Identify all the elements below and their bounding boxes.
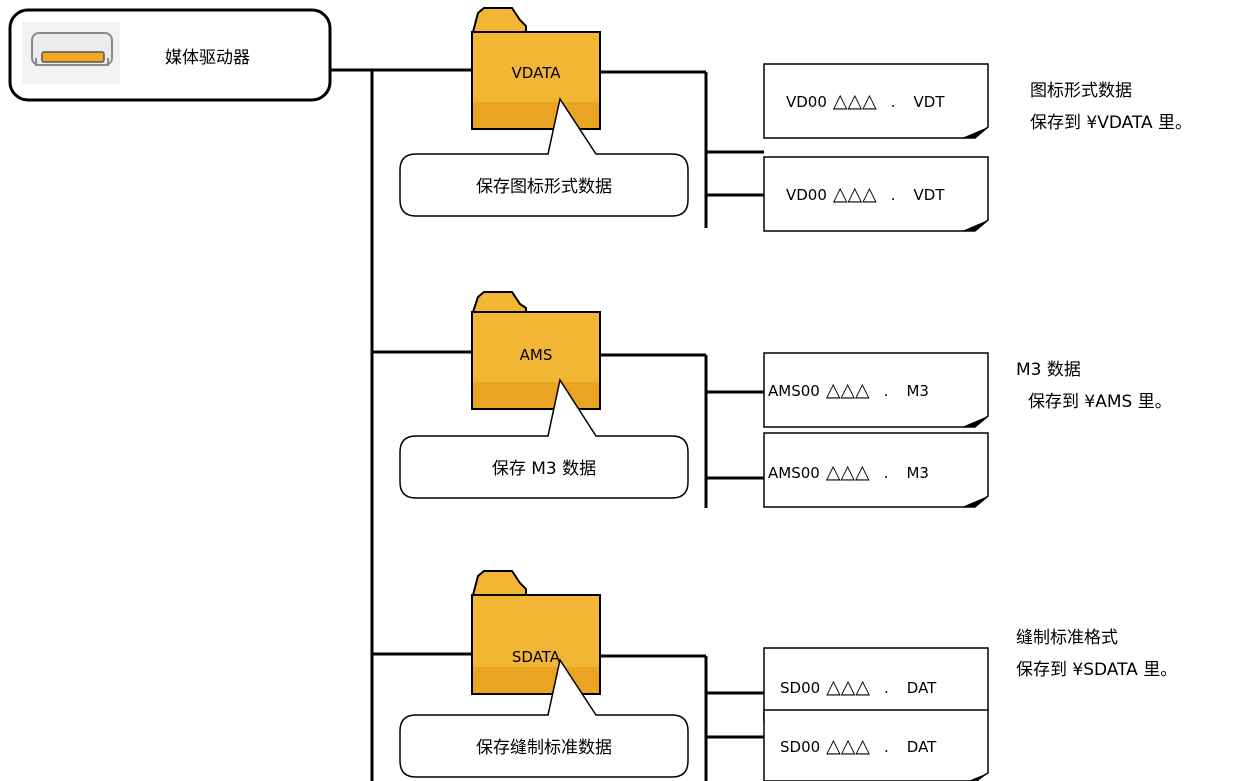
folder-icon	[471, 7, 601, 130]
callout-ams: 保存 M3 数据	[399, 378, 689, 499]
file-ams-1: AMS00 △△△. M3	[763, 352, 989, 428]
callout-text: 保存图标形式数据	[476, 177, 612, 197]
file-ext: M3	[906, 464, 929, 482]
document-icon	[763, 432, 989, 508]
file-ext: M3	[906, 382, 929, 400]
file-mark: △△△	[833, 183, 877, 205]
note-line1: M3 数据	[1016, 360, 1081, 380]
file-prefix: VD00	[786, 186, 827, 204]
file-dot: .	[891, 93, 896, 111]
file-mark: △△△	[826, 461, 870, 483]
file-sdata-2: SD00 △△△. DAT	[763, 709, 989, 781]
media-drive-icon	[22, 22, 120, 84]
folder-name: VDATA	[512, 64, 562, 82]
file-ext: DAT	[907, 679, 937, 697]
svg-text:VD00△△△.VDT: VD00 △△△. VDT	[786, 183, 945, 205]
file-dot: .	[884, 464, 889, 482]
note-line2: 保存到 ¥AMS 里。	[1028, 392, 1172, 412]
folder-ams: AMS	[471, 291, 601, 410]
note-line2: 保存到 ¥VDATA 里。	[1030, 113, 1193, 133]
file-mark: △△△	[826, 379, 870, 401]
svg-text:SD00△△△.DAT: SD00 △△△. DAT	[780, 735, 937, 757]
file-ext: VDT	[914, 93, 946, 111]
drive-label: 媒体驱动器	[165, 48, 250, 68]
file-ext: VDT	[914, 186, 946, 204]
file-mark: △△△	[833, 90, 877, 112]
file-prefix: AMS00	[768, 382, 820, 400]
file-prefix: AMS00	[768, 464, 820, 482]
file-prefix: VD00	[786, 93, 827, 111]
media-drive-node: 媒体驱动器	[8, 8, 332, 102]
folder-sdata: SDATA	[471, 570, 601, 695]
svg-text:AMS00△△△.M3: AMS00 △△△. M3	[768, 379, 929, 401]
document-icon	[763, 156, 989, 232]
file-mark: △△△	[826, 676, 870, 698]
file-ext: DAT	[907, 738, 937, 756]
document-icon	[763, 352, 989, 428]
document-icon	[763, 709, 989, 781]
folder-name: AMS	[520, 346, 553, 364]
note-line2: 保存到 ¥SDATA 里。	[1016, 660, 1178, 680]
callout-vdata: 保存图标形式数据	[399, 97, 689, 217]
file-prefix: SD00	[780, 679, 820, 697]
note-ams: M3 数据 保存到 ¥AMS 里。	[1016, 354, 1172, 418]
svg-text:AMS00△△△.M3: AMS00 △△△. M3	[768, 461, 929, 483]
file-dot: .	[884, 738, 889, 756]
note-sdata: 缝制标准格式 保存到 ¥SDATA 里。	[1016, 622, 1177, 686]
callout-text: 保存 M3 数据	[492, 459, 596, 479]
svg-text:VD00△△△.VDT: VD00 △△△. VDT	[786, 90, 945, 112]
callout-text: 保存缝制标准数据	[476, 738, 612, 758]
file-vdata-2: VD00 △△△. VDT	[763, 156, 989, 232]
folder-name: SDATA	[512, 648, 561, 666]
file-ams-2: AMS00 △△△. M3	[763, 432, 989, 508]
file-vdata-1: VD00 △△△. VDT	[763, 63, 989, 139]
file-sdata-1: SD00 △△△. DAT	[763, 647, 989, 723]
file-dot: .	[884, 382, 889, 400]
file-prefix: SD00	[780, 738, 820, 756]
document-icon	[763, 63, 989, 139]
note-line1: 图标形式数据	[1030, 81, 1132, 101]
file-dot: .	[891, 186, 896, 204]
svg-text:SD00△△△.DAT: SD00 △△△. DAT	[780, 676, 937, 698]
folder-icon	[471, 291, 601, 410]
note-vdata: 图标形式数据 保存到 ¥VDATA 里。	[1030, 75, 1192, 139]
file-dot: .	[884, 679, 889, 697]
tree-connectors	[330, 68, 764, 781]
note-line1: 缝制标准格式	[1016, 628, 1118, 648]
file-mark: △△△	[826, 735, 870, 757]
folder-icon	[471, 570, 601, 695]
folder-vdata: VDATA	[471, 7, 601, 130]
callout-sdata: 保存缝制标准数据	[399, 658, 689, 778]
